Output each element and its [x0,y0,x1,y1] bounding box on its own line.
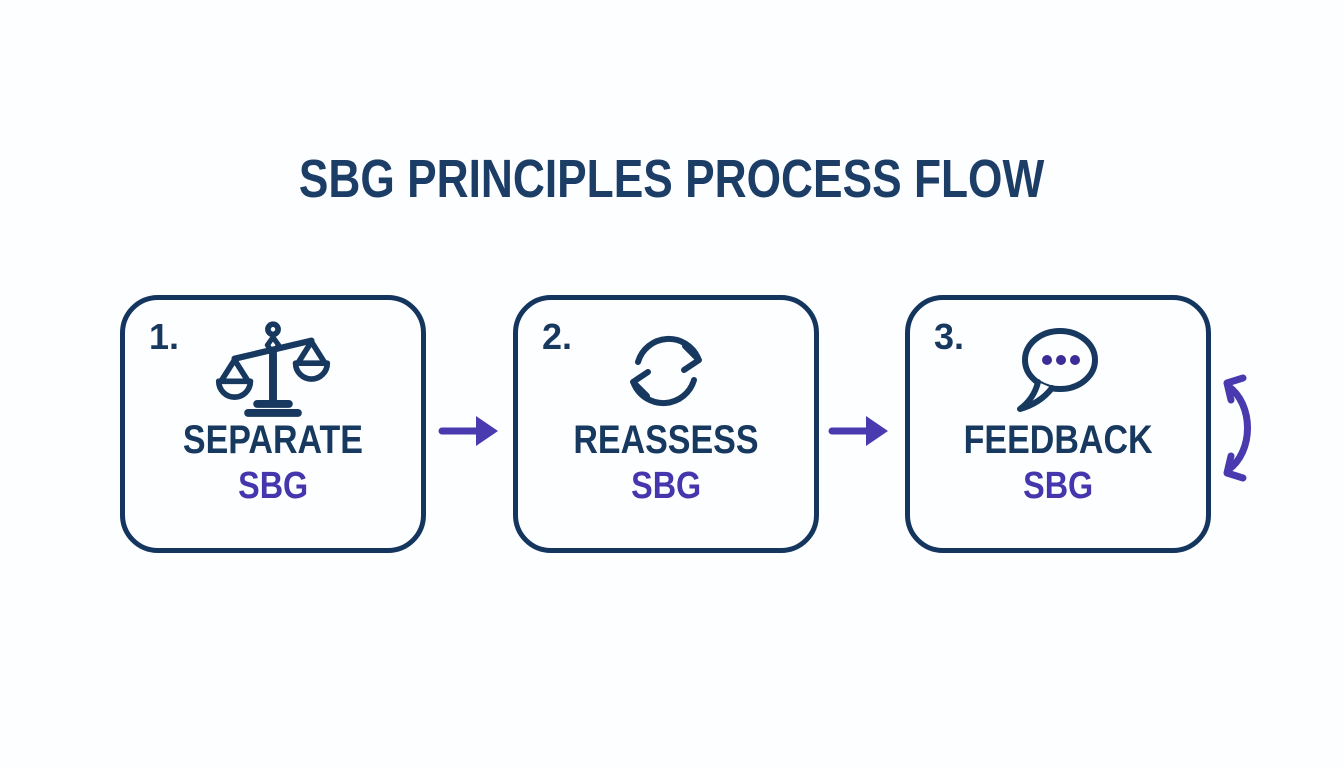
step-box-feedback: 3. FEEDBACK SBG [905,295,1211,553]
speech-bubble-icon [910,316,1206,424]
step-box-reassess: 2. REASSESS SBG [513,295,819,553]
step-sublabel: SBG [630,465,701,507]
step-sublabel: SBG [237,465,308,507]
step-number: 2. [542,316,573,357]
step-label: SEPARATE [182,418,364,462]
curved-double-arrow-icon [1218,366,1264,495]
step-box-separate: 1. SEPARATE SBG [120,295,426,553]
step-number: 1. [149,316,180,357]
step-number: 3. [934,316,965,357]
right-arrow-icon [828,411,890,456]
step-label: FEEDBACK [963,418,1153,462]
page-title: SBG PRINCIPLES PROCESS FLOW [0,148,1344,210]
step-sublabel: SBG [1022,465,1093,507]
page-title-text: SBG PRINCIPLES PROCESS FLOW [299,149,1045,209]
step-label: REASSESS [573,418,759,462]
right-arrow-icon [438,411,500,456]
balance-scale-icon [125,316,421,424]
refresh-cycle-icon [518,316,814,424]
